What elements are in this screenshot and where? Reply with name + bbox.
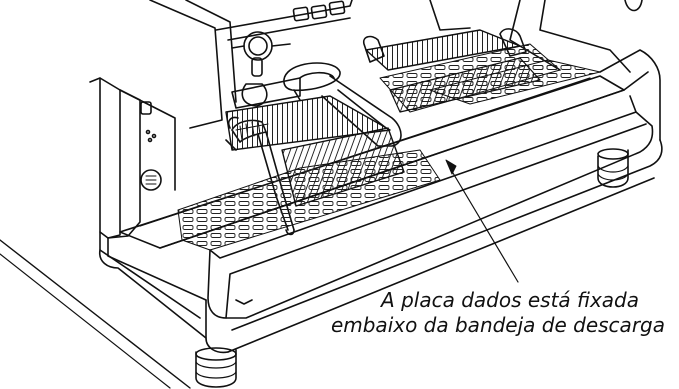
data-plate-arrowhead	[445, 159, 457, 175]
drip-tray-front	[205, 49, 663, 354]
annotation-line-1: A placa dados está fixada	[381, 288, 639, 312]
counter-edge-inner	[0, 253, 171, 389]
counter-edge	[0, 239, 191, 389]
machine-base-left	[98, 231, 207, 339]
machine-foot-right	[597, 148, 629, 188]
data-plate-leader-line	[449, 167, 519, 283]
annotation-line-2: embaixo da bandeja de descarga	[330, 313, 665, 337]
machine-foot-front	[195, 347, 237, 388]
group-head	[231, 31, 301, 109]
cup-grate-rear	[225, 28, 527, 151]
machine-left-side	[89, 77, 176, 239]
drip-tray-grate	[119, 43, 625, 251]
